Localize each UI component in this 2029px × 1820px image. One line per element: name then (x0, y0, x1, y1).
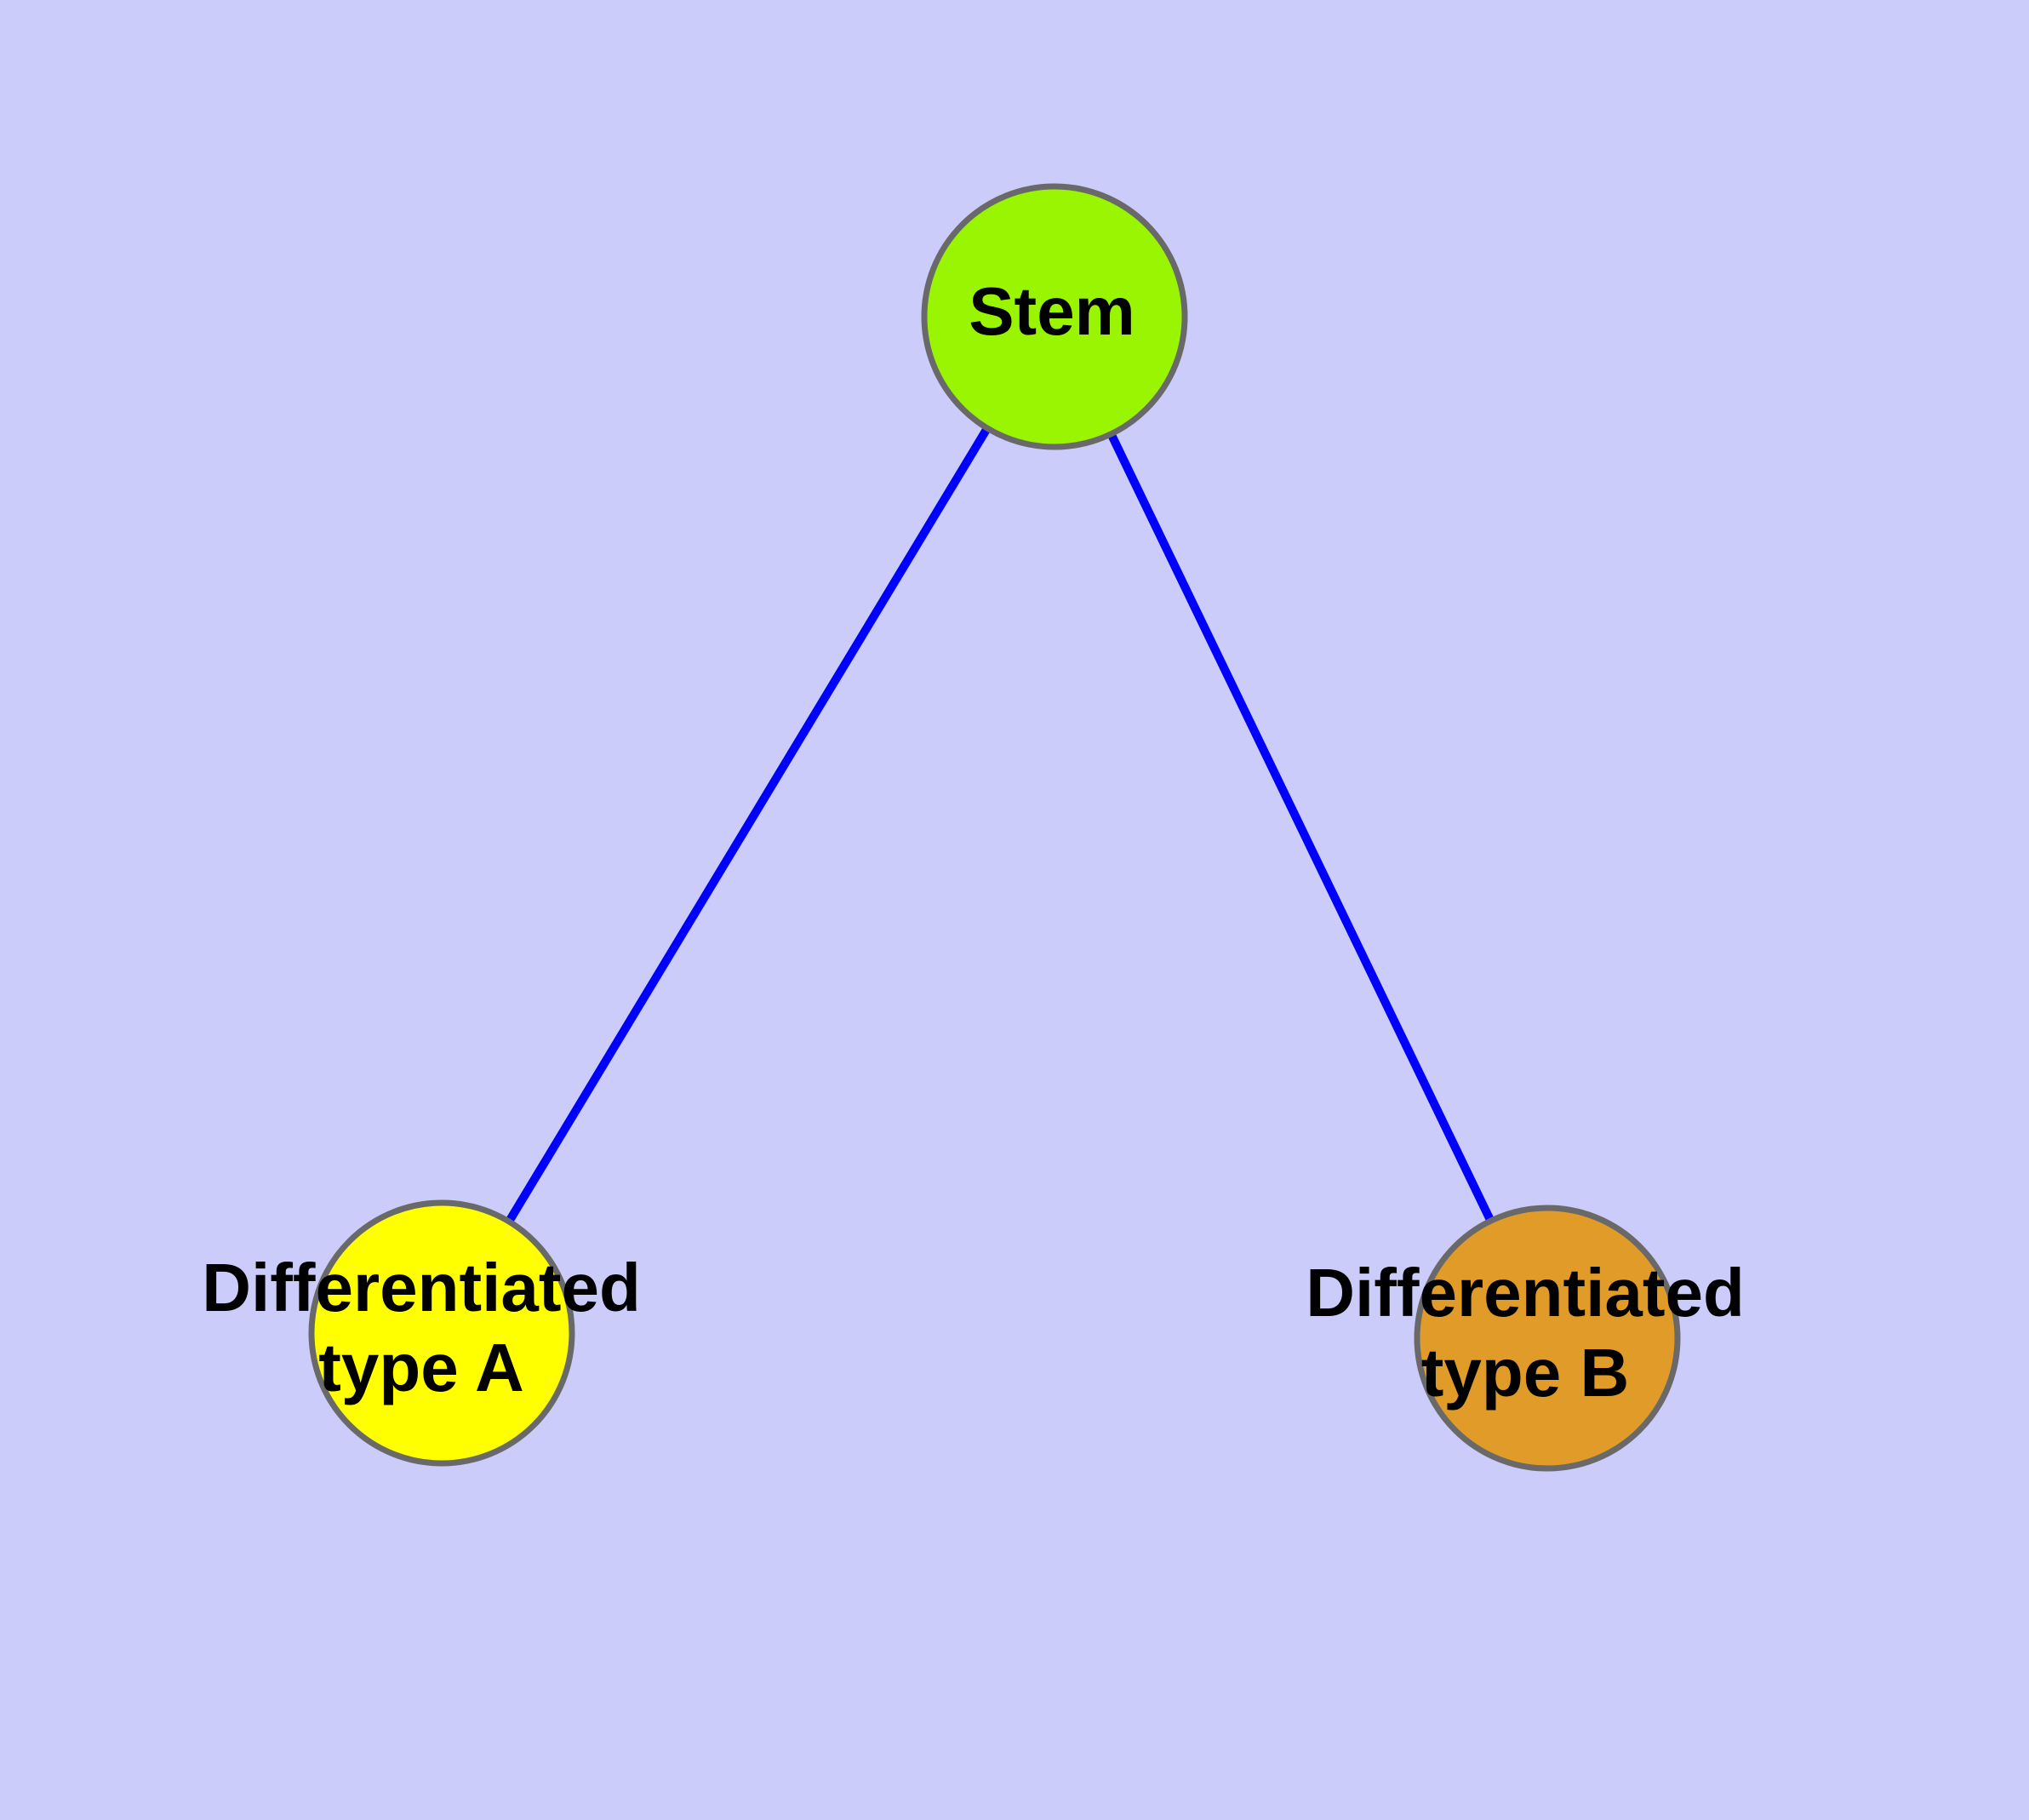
node-stem-circle[interactable] (921, 183, 1188, 450)
node-differentiated-type-b-label-line: Differentiated (1306, 1255, 1745, 1331)
node-differentiated-type-a-circle[interactable] (308, 1199, 575, 1467)
node-stem-label-line: Stem (969, 273, 1135, 349)
node-differentiated-type-b-label-line: type B (1421, 1335, 1630, 1411)
node-stem[interactable]: Stem (921, 183, 1188, 450)
node-differentiated-type-b-circle[interactable] (1414, 1205, 1681, 1472)
edge-stem-to-diff-a[interactable] (437, 314, 1059, 1336)
edges-layer (437, 314, 1552, 1341)
node-stem-label: Stem (969, 273, 1135, 349)
edge-stem-to-diff-b[interactable] (1050, 314, 1552, 1341)
node-differentiated-type-a-label-line: type A (318, 1330, 524, 1405)
node-differentiated-type-a-label-line: Differentiated (202, 1250, 641, 1325)
